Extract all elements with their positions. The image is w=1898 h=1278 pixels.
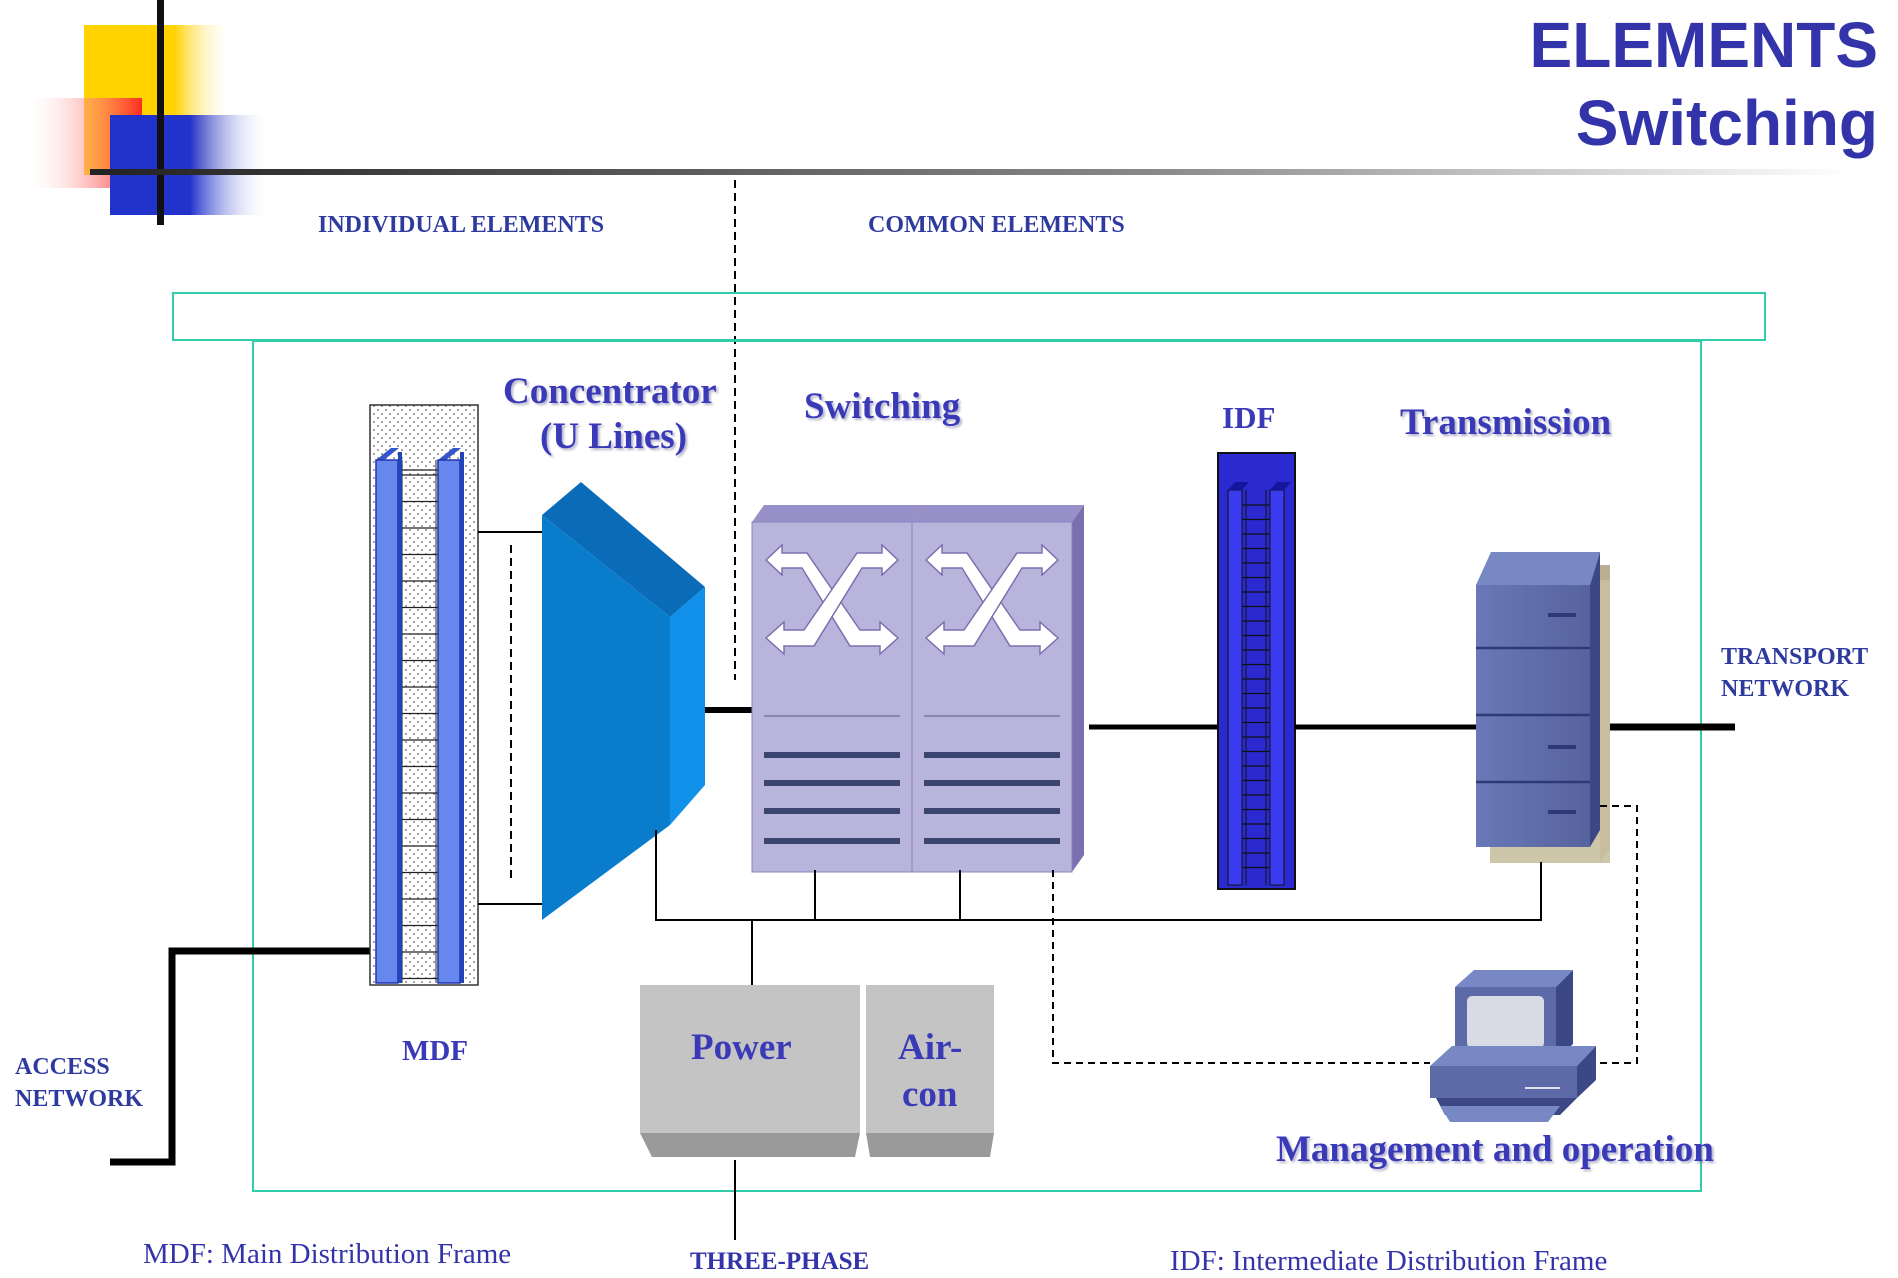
office-frame bbox=[252, 340, 1702, 1192]
three-phase-label: THREE-PHASE bbox=[690, 1248, 870, 1275]
slide-title-line1: ELEMENTS bbox=[1529, 9, 1878, 81]
mdf-frame bbox=[369, 404, 479, 986]
aircon-label-line2: con bbox=[902, 1074, 958, 1115]
access-network-line1: ACCESS bbox=[15, 1054, 110, 1080]
aircon-unit bbox=[866, 985, 994, 1157]
mdf-concentrator-links bbox=[478, 531, 542, 905]
mdf-label: MDF bbox=[402, 1035, 469, 1067]
management-links bbox=[1052, 805, 1638, 1064]
switch-units bbox=[751, 505, 1084, 873]
title-rule bbox=[90, 169, 1850, 175]
transport-network-line1: TRANSPORT bbox=[1721, 644, 1869, 670]
logo-mark bbox=[22, 0, 270, 225]
access-line bbox=[110, 947, 380, 1166]
access-network-line2: NETWORK bbox=[15, 1086, 144, 1112]
top-band-frame bbox=[172, 292, 1766, 341]
power-unit bbox=[640, 985, 860, 1157]
individual-elements-header: INDIVIDUAL ELEMENTS bbox=[318, 212, 605, 238]
idf-frame bbox=[1217, 452, 1296, 890]
power-bus bbox=[655, 830, 1542, 1240]
access-network-label: ACCESS NETWORK bbox=[15, 1051, 143, 1115]
concentrator-device bbox=[542, 482, 705, 920]
idf-label: IDF bbox=[1222, 400, 1276, 435]
transport-network-label: TRANSPORT NETWORK bbox=[1721, 641, 1868, 705]
slide-title-line2: Switching bbox=[1575, 87, 1878, 159]
mdf-definition: MDF: Main Distribution Frame bbox=[143, 1238, 512, 1270]
transport-network-line2: NETWORK bbox=[1721, 676, 1850, 702]
concentrator-label-line1: Concentrator bbox=[503, 371, 717, 412]
common-elements-header: COMMON ELEMENTS bbox=[868, 212, 1125, 238]
power-label: Power bbox=[691, 1027, 792, 1068]
concentrator-label-line2: (U Lines) bbox=[540, 416, 687, 457]
idf-definition: IDF: Intermediate Distribution Frame bbox=[1170, 1245, 1608, 1277]
management-label: Management and operation bbox=[1276, 1129, 1714, 1170]
aircon-label-line1: Air- bbox=[898, 1027, 963, 1068]
management-computer bbox=[1430, 970, 1596, 1122]
transmission-equipment bbox=[1476, 552, 1610, 863]
switching-label: Switching bbox=[804, 386, 961, 427]
transmission-label: Transmission bbox=[1400, 402, 1612, 443]
